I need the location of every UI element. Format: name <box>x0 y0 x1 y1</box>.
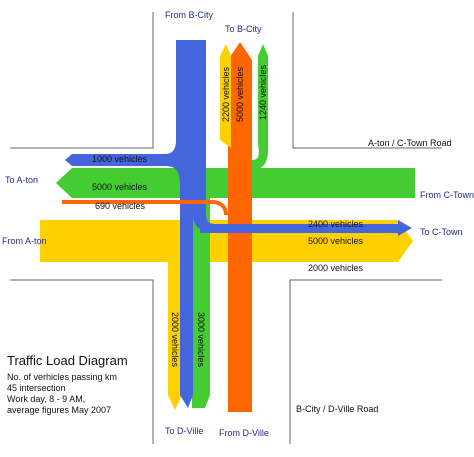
label-5000-vehicles-east: 5000 vehicles <box>308 236 364 246</box>
flow-to-d-ville-yellow <box>168 220 182 410</box>
diagram-caption: No. of verhicles passing km 45 intersect… <box>7 372 137 416</box>
flow-to-a-ton-orange <box>62 200 228 215</box>
destination-labels: From B-City To B-City To A-ton From A-to… <box>2 10 474 438</box>
label-5000-vehicles-west: 5000 vehicles <box>92 182 148 192</box>
label-2000-vehicles-east: 2000 vehicles <box>308 263 364 273</box>
label-2400-vehicles: 2400 vehicles <box>308 219 364 229</box>
caption-line: average figures May 2007 <box>7 405 112 415</box>
flow-to-c-town-blue-arrow <box>398 220 412 236</box>
flow-to-c-town-blue <box>200 224 398 233</box>
label-1240-vehicles: 1240 vehicles <box>258 64 268 120</box>
road-edges <box>10 12 442 444</box>
label-5000-vehicles-north: 5000 vehicles <box>235 66 245 122</box>
caption-line: 45 intersection <box>7 383 66 393</box>
label-2200-vehicles: 2200 vehicles <box>221 66 231 122</box>
diagram-title: Traffic Load Diagram <box>7 353 128 368</box>
caption-line: No. of verhicles passing km <box>7 372 118 382</box>
label-690-vehicles: 690 vehicles <box>95 201 146 211</box>
road-name-east-west: A-ton / C-Town Road <box>368 138 452 148</box>
label-to-d-ville: To D-Ville <box>165 426 203 436</box>
road-edge-nw <box>10 12 154 149</box>
caption-line: Work day, 8 - 9 AM, <box>7 394 86 404</box>
label-from-c-town: From C-Town <box>420 190 474 200</box>
road-name-north-south: B-City / D-Ville Road <box>296 404 378 414</box>
flow-to-d-ville-green <box>192 198 210 408</box>
flow-to-b-city-yellow <box>220 44 231 148</box>
flow-to-b-city-green <box>252 44 268 170</box>
label-3000-vehicles: 3000 vehicles <box>196 312 206 368</box>
flow-labels: 1000 vehicles 5000 vehicles 690 vehicles… <box>92 64 364 367</box>
label-from-a-ton: From A-ton <box>2 236 47 246</box>
label-to-b-city: To B-City <box>225 24 262 34</box>
flows <box>40 40 415 412</box>
label-from-b-city: From B-City <box>165 10 213 20</box>
label-1000-vehicles: 1000 vehicles <box>92 154 148 164</box>
road-edge-ne <box>292 12 442 149</box>
label-from-d-ville: From D-Ville <box>219 428 269 438</box>
road-edge-se <box>289 279 442 444</box>
label-to-c-town: To C-Town <box>420 227 463 237</box>
label-to-a-ton: To A-ton <box>5 175 38 185</box>
label-2000-vehicles-south: 2000 vehicles <box>170 312 180 368</box>
road-edge-sw <box>10 279 154 444</box>
